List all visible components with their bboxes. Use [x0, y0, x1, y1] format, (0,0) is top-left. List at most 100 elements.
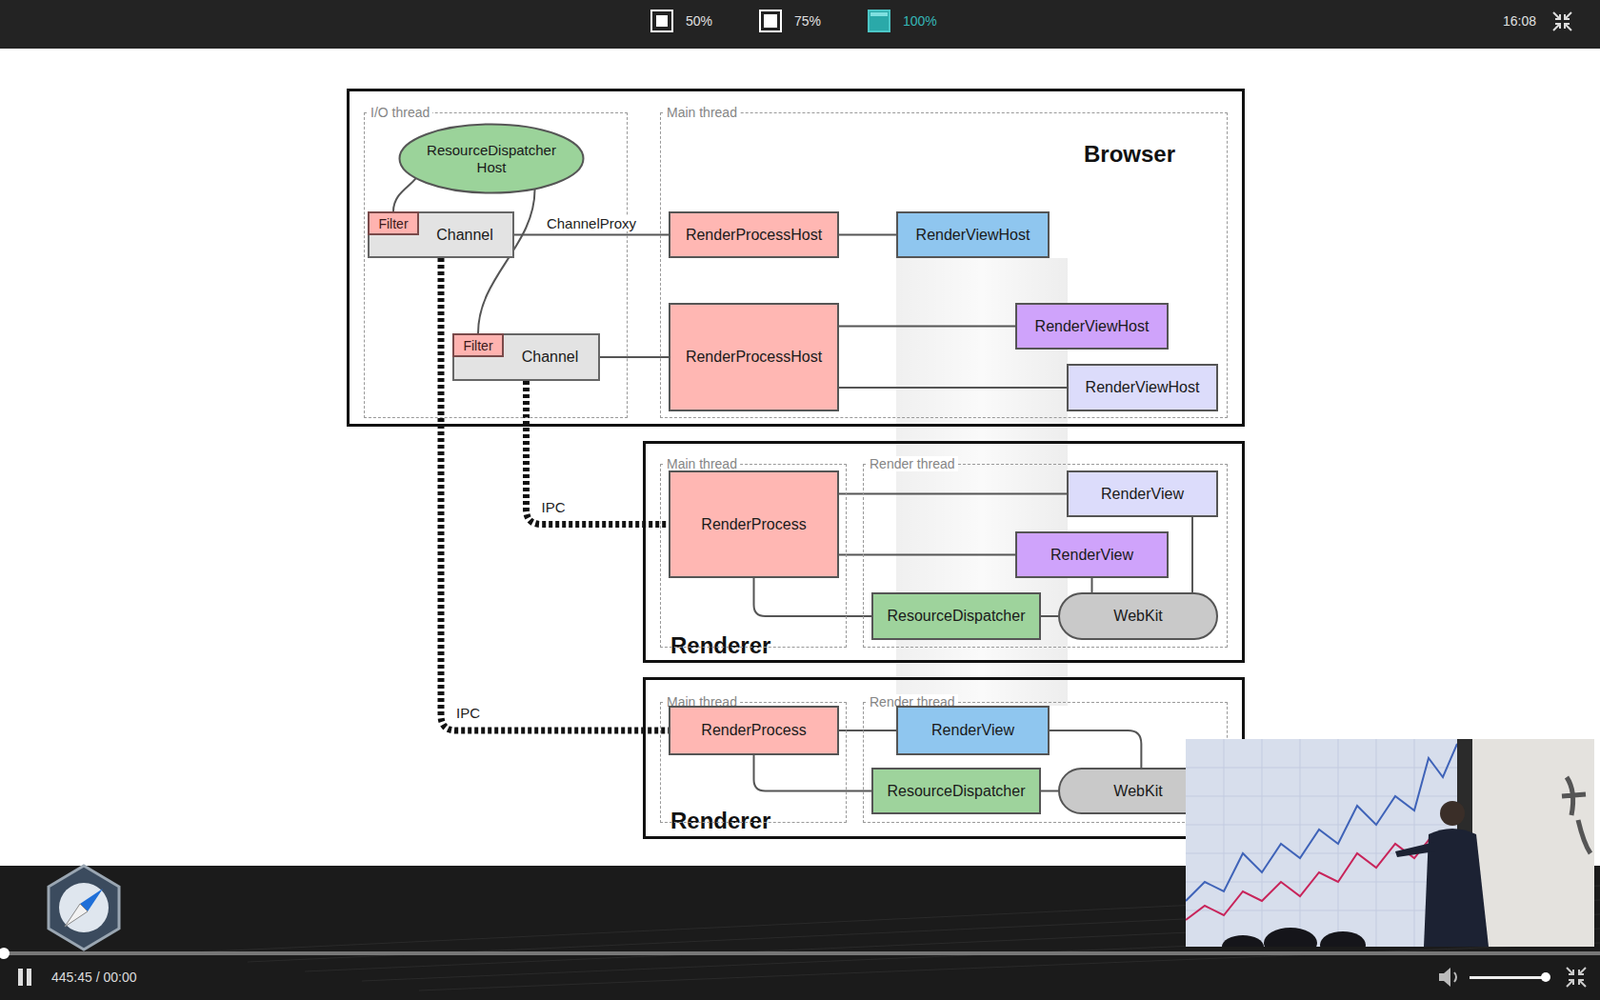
process-frame: RendererMain threadRenderProcessRender t… [642, 677, 1245, 840]
zoom-100-icon [868, 10, 890, 32]
audience-heads [1263, 927, 1318, 947]
filter-box: Filter [452, 333, 504, 358]
box-label: RenderProcess [700, 721, 806, 740]
volume-icon [1439, 967, 1451, 987]
connector-line [514, 234, 669, 237]
view-box: RenderViewHost [1015, 302, 1169, 350]
speaker-figure [1395, 841, 1436, 858]
wall-light [1472, 739, 1595, 947]
box-label: ResourceDispatcher [887, 782, 1026, 800]
chart-line-blue [1185, 743, 1458, 901]
collapse-icon [1564, 23, 1572, 31]
zoom-50-icon [651, 10, 673, 32]
player-text: 445:45 / 00:00 [51, 969, 138, 985]
connector-line [754, 755, 873, 792]
compass-logo [48, 865, 120, 950]
zoom-50-icon [656, 15, 668, 27]
channel-box: Channel Filter [452, 333, 600, 381]
volume-icon [1439, 967, 1457, 987]
ipc-link [440, 258, 669, 731]
edge-label: IPC [540, 499, 568, 516]
thread-region: Render threadRenderViewRenderViewResourc… [862, 463, 1228, 648]
connector-line [1091, 578, 1094, 593]
box-label: Channel [501, 335, 599, 380]
connector-line [839, 325, 1016, 328]
view-box: RenderViewHost [1066, 363, 1219, 412]
connector-line [600, 356, 669, 359]
thread-heading: Main thread [663, 456, 740, 472]
box-label: RenderView [1100, 485, 1184, 503]
box-label: RenderProcess [700, 516, 806, 534]
engine-pill: WebKit [1058, 592, 1219, 640]
host-ellipse: ResourceDispatcher Host [398, 122, 585, 195]
volume-slider [1469, 972, 1551, 982]
zoom-75-icon [763, 14, 778, 28]
chart-line-red [1185, 834, 1462, 920]
pause-icon [26, 968, 32, 986]
view-box: RenderView [1015, 531, 1169, 579]
audience-heads [1221, 927, 1366, 947]
thread-region: Render threadRenderViewResourceDispatche… [862, 701, 1228, 823]
box-label: RenderViewHost [916, 226, 1031, 244]
view-box: RenderViewHost [896, 211, 1050, 259]
connector-line [1191, 517, 1194, 593]
process-frame: RendererMain threadRenderProcessRender t… [642, 440, 1245, 663]
exit-fullscreen-icon [1566, 967, 1574, 975]
player-text: 50% [685, 13, 713, 29]
thread-heading: Main thread [663, 104, 740, 120]
compass-logo [48, 865, 120, 950]
view-box: RenderView [1066, 470, 1219, 518]
audience-heads [1221, 935, 1264, 947]
process-box: RenderProcess [668, 705, 840, 756]
screen-grid [1185, 739, 1462, 947]
edge-label: ChannelProxy [544, 215, 639, 232]
process-heading: Browser [1083, 142, 1176, 166]
exit-fullscreen-icon [1579, 980, 1586, 987]
process-box: RenderProcessHost [668, 211, 840, 259]
thread-region: Main threadRenderProcess [660, 463, 847, 648]
box-label: ResourceDispatcher [887, 607, 1026, 625]
exit-fullscreen-icon [1566, 980, 1574, 987]
volume-icon [1454, 972, 1457, 982]
zoom-100-icon [870, 12, 888, 17]
zoom-75-icon [760, 10, 781, 32]
box-label: RenderProcessHost [685, 348, 822, 366]
process-box: RenderProcessHost [668, 302, 840, 412]
calligraphy-mark [1561, 777, 1591, 854]
box-label: RenderView [1050, 546, 1134, 564]
zoom-50-icon [651, 10, 673, 32]
progress-bar [0, 947, 10, 960]
audience-heads [1320, 931, 1366, 947]
compass-logo [64, 903, 88, 927]
player-text: 100% [902, 13, 938, 29]
progress-bar [0, 951, 1600, 956]
connector-line [1040, 790, 1059, 793]
box-label: RenderViewHost [1035, 318, 1150, 336]
dispatcher-box: ResourceDispatcher [871, 767, 1041, 815]
box-label: Filter [462, 338, 493, 354]
connector-line [839, 729, 897, 732]
zoom-100-icon [868, 10, 890, 32]
connector-line [1049, 730, 1141, 768]
filter-box: Filter [367, 211, 420, 236]
thread-heading: I/O thread [367, 104, 433, 120]
channel-box: ChannelFilter [367, 211, 515, 259]
dispatcher-box: ResourceDispatcher [871, 592, 1041, 640]
connector-line [393, 178, 417, 212]
connector-line [839, 234, 897, 237]
screen-grid [1185, 739, 1462, 947]
process-frame: Browser I/O threadResourceDispatcher Host… [346, 88, 1245, 427]
box-label: Channel [417, 213, 513, 257]
box-label: RenderViewHost [1085, 379, 1200, 397]
view-box: RenderView [896, 705, 1050, 756]
pause-icon [18, 968, 23, 986]
box-label: RenderView [931, 721, 1015, 740]
ipc-link [526, 380, 670, 525]
zoom-75-icon [760, 10, 781, 32]
thread-heading: Render thread [866, 456, 959, 472]
process-box: RenderProcess [668, 470, 840, 579]
connector-line [839, 493, 1067, 496]
collapse-icon [1553, 23, 1560, 31]
edge-label: IPC [454, 704, 482, 721]
player-text: 16:08 [1502, 13, 1537, 29]
